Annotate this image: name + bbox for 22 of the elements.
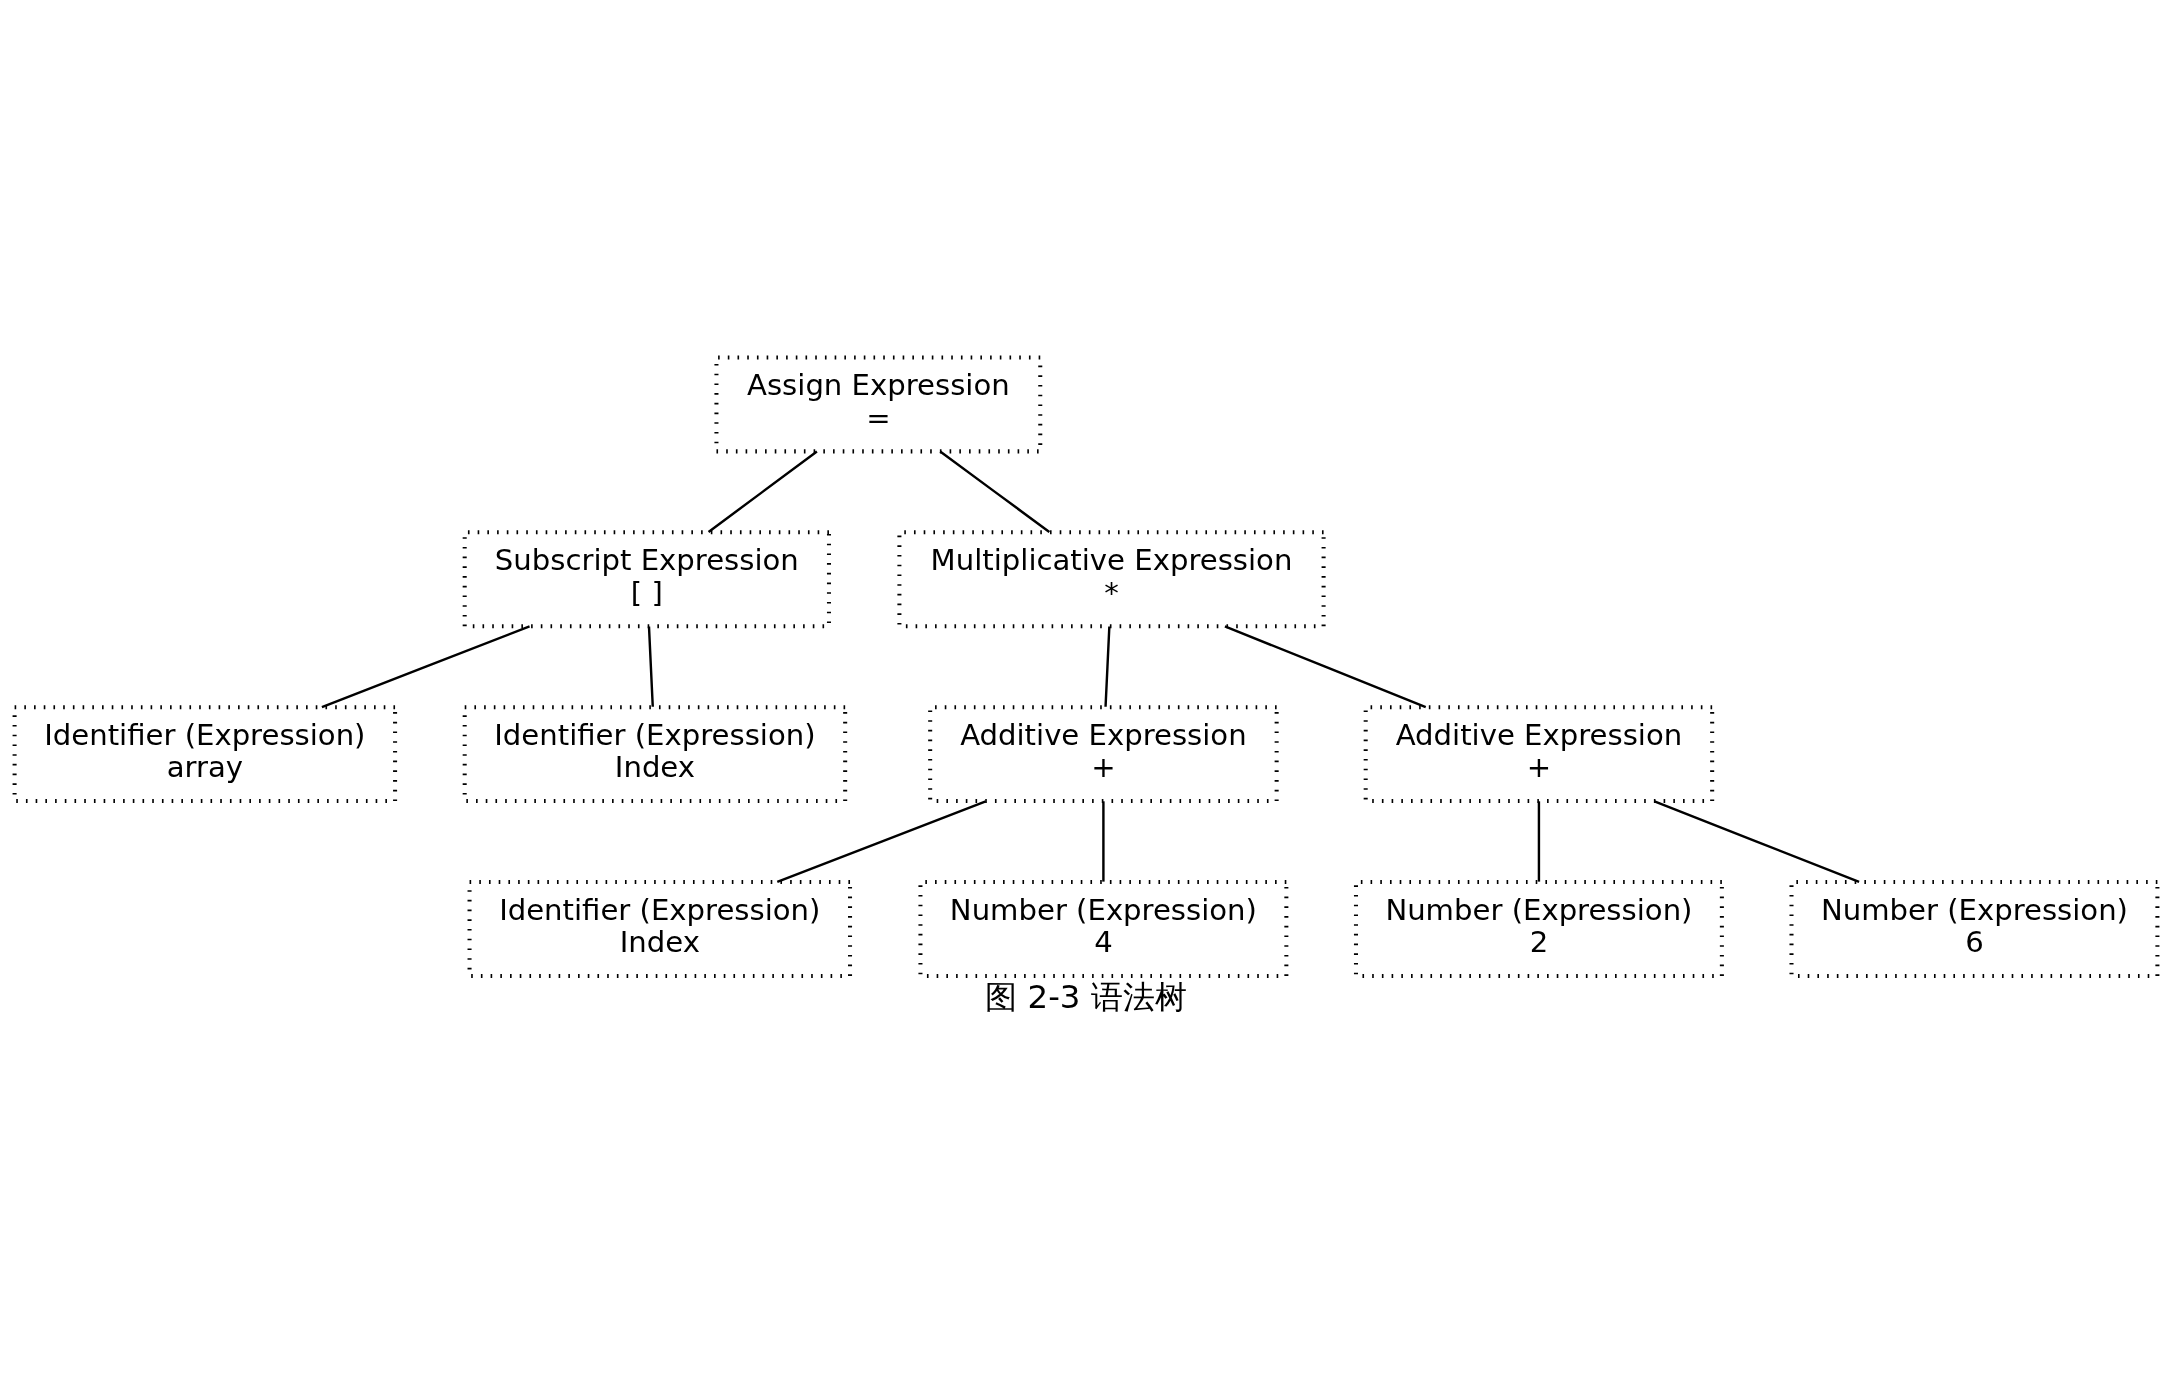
node-box: Additive Expression + bbox=[928, 705, 1279, 804]
node-box: Identifier (Expression) Index bbox=[467, 880, 853, 978]
connector bbox=[1102, 801, 1105, 882]
connector bbox=[1104, 626, 1111, 707]
node-box: Assign Expression = bbox=[714, 355, 1043, 454]
node-box: Additive Expression + bbox=[1363, 705, 1715, 804]
node-box: Multiplicative Expression * bbox=[897, 530, 1326, 629]
connector bbox=[1224, 625, 1427, 709]
connector bbox=[776, 800, 987, 884]
connector bbox=[321, 625, 530, 709]
node-box: Subscript Expression [ ] bbox=[462, 530, 831, 629]
node-box: Number (Expression) 6 bbox=[1789, 880, 2160, 978]
connector bbox=[1537, 801, 1541, 882]
node-box: Number (Expression) 4 bbox=[918, 880, 1289, 978]
connector bbox=[707, 450, 818, 533]
caption: 图 2-3 语法树 bbox=[985, 978, 1187, 1017]
node-box: Number (Expression) 2 bbox=[1353, 880, 1724, 978]
connector bbox=[939, 450, 1051, 533]
connector bbox=[1654, 800, 1860, 884]
node-box: Identifier (Expression) array bbox=[12, 705, 398, 804]
node-box: Identifier (Expression) Index bbox=[462, 705, 848, 804]
connector bbox=[647, 626, 654, 707]
